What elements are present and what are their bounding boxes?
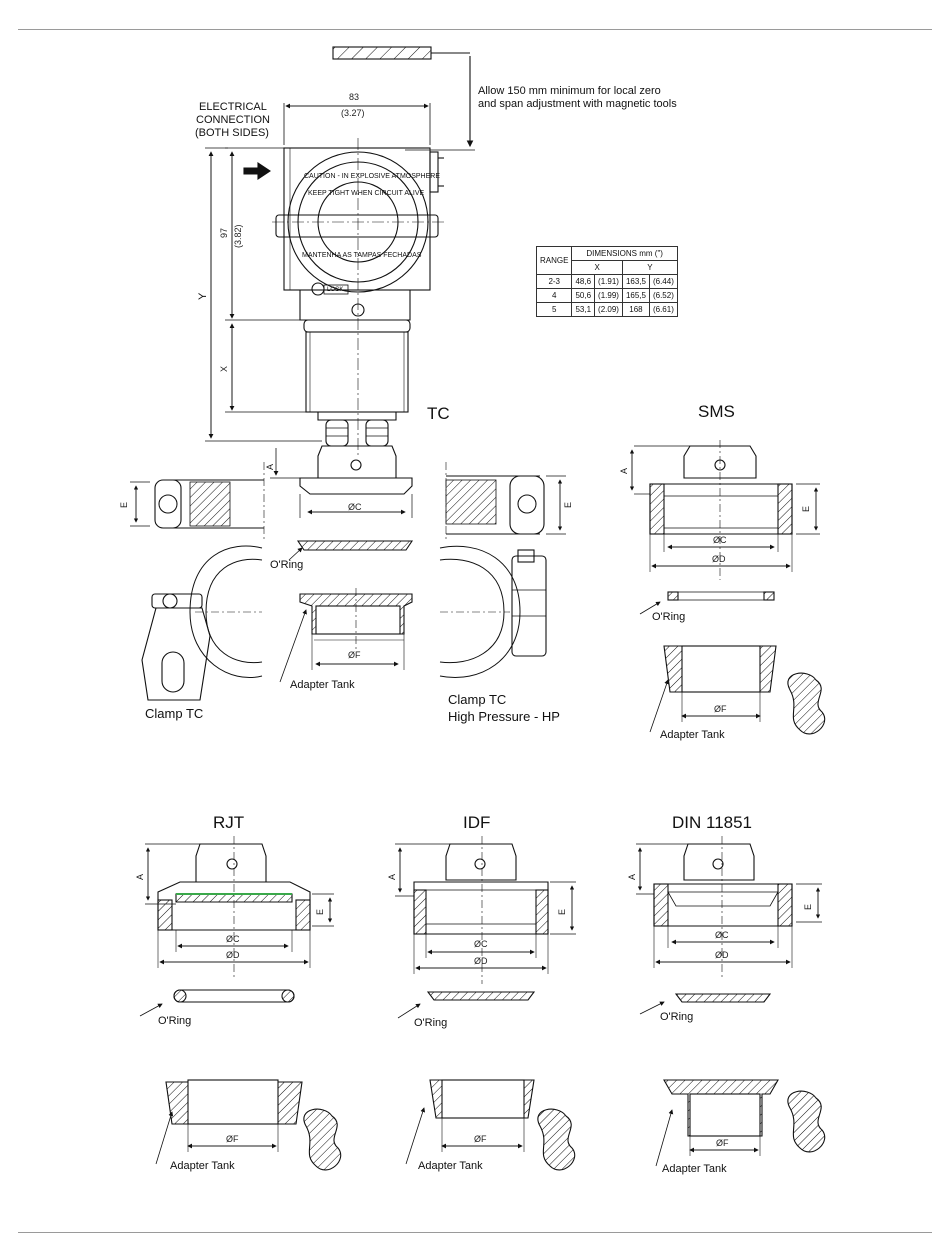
clamp-hp-caption-2: High Pressure - HP [448, 709, 560, 724]
dim-x: X [219, 365, 229, 372]
idf-drawing [395, 836, 576, 1171]
idf-oring-label: O'Ring [414, 1017, 448, 1029]
tc-oring-label: O'Ring [270, 559, 304, 571]
allow-note-line2: and span adjustment with magnetic tools [478, 98, 677, 110]
din-adapter-label: Adapter Tank [662, 1163, 727, 1175]
table-row: 2-3 48,6 (1.91) 163,5 (6.44) [535, 274, 678, 289]
dims-header: DIMENSIONS mm (") [571, 246, 678, 261]
idf-title: IDF [463, 813, 491, 832]
idf-dim-e: E [557, 908, 567, 915]
rjt-dim-d: ØD [226, 950, 240, 960]
idf-dim-c: ØC [474, 939, 488, 949]
sms-adapter-label: Adapter Tank [660, 729, 725, 741]
rjt-dim-c: ØC [226, 934, 240, 944]
cover-keep-tight-text: KEEP TIGHT WHEN CIRCUIT ALIVE [308, 190, 425, 197]
dimensions-table: RANGE DIMENSIONS mm (") X Y 2-3 48,6 (1.… [535, 246, 678, 317]
rjt-drawing [139, 836, 342, 1171]
idf-dim-d: ØD [474, 956, 488, 966]
tc-dim-c: ØC [348, 502, 362, 512]
rjt-adapter-label: Adapter Tank [170, 1160, 235, 1172]
dim-y: Y [197, 292, 209, 300]
allow-note-line1: Allow 150 mm minimum for local zero [478, 85, 661, 97]
tool-clearance-bar [332, 46, 432, 60]
sms-drawing [629, 440, 826, 735]
idf-adapter-label: Adapter Tank [418, 1160, 483, 1172]
electrical-connection-label-2: CONNECTION [196, 114, 270, 126]
rjt-oring-label: O'Ring [158, 1015, 192, 1027]
rjt-dim-e: E [315, 908, 325, 915]
din-dim-f: ØF [716, 1138, 729, 1148]
lock-label: LOCK [327, 287, 344, 293]
cover-portuguese-text: MANTENHA AS TAMPAS FECHADAS [302, 252, 422, 259]
sms-oring-label: O'Ring [652, 611, 686, 623]
idf-dim-f: ØF [474, 1134, 487, 1144]
din-drawing [636, 836, 826, 1167]
rjt-title: RJT [213, 813, 245, 832]
sms-title: SMS [698, 402, 735, 421]
range-header: RANGE [535, 246, 573, 275]
bottom-rule [18, 1232, 932, 1233]
sms-dim-f: ØF [714, 704, 727, 714]
tc-dim-e-right: E [563, 501, 573, 508]
idf-dim-a: A [387, 873, 397, 880]
col-x-header: X [571, 260, 623, 275]
dim-97: 97 [219, 227, 229, 238]
din-oring-label: O'Ring [660, 1011, 694, 1023]
electrical-connection-label-1: ELECTRICAL [199, 101, 267, 113]
sms-dim-d: ØD [712, 554, 726, 564]
din-title: DIN 11851 [672, 813, 753, 832]
dim-83: 83 [349, 92, 360, 102]
tc-dim-e-left: E [119, 501, 129, 508]
clamp-hp-caption-1: Clamp TC [448, 692, 507, 707]
electrical-connection-arrow [243, 161, 271, 181]
tc-dim-f: ØF [348, 650, 361, 660]
din-dim-d: ØD [715, 950, 729, 960]
rjt-dim-f: ØF [226, 1134, 239, 1144]
table-row: 5 53,1 (2.09) 168 (6.61) [535, 302, 678, 317]
sms-dim-e: E [801, 505, 811, 512]
din-dim-c: ØC [715, 930, 729, 940]
din-dim-a: A [627, 873, 637, 880]
dim-83-inches: (3.27) [341, 108, 365, 118]
cover-caution-text: CAUTION - IN EXPLOSIVE ATMOSPHERE [304, 173, 441, 180]
sms-dim-a: A [619, 467, 629, 474]
rjt-dim-a: A [135, 873, 145, 880]
col-y-header: Y [621, 260, 678, 275]
housing-body [283, 147, 431, 291]
dim-97-inches: (3.82) [233, 224, 243, 248]
tc-dim-a: A [265, 463, 275, 470]
electrical-connection-label-3: (BOTH SIDES) [195, 127, 269, 139]
sms-dim-c: ØC [713, 535, 727, 545]
table-row: 4 50,6 (1.99) 165,5 (6.52) [535, 288, 678, 303]
top-rule [18, 29, 932, 30]
clamp-tc-caption: Clamp TC [145, 706, 204, 721]
din-dim-e: E [803, 903, 813, 910]
tc-adapter-label: Adapter Tank [290, 679, 355, 691]
tc-title: TC [427, 404, 450, 423]
